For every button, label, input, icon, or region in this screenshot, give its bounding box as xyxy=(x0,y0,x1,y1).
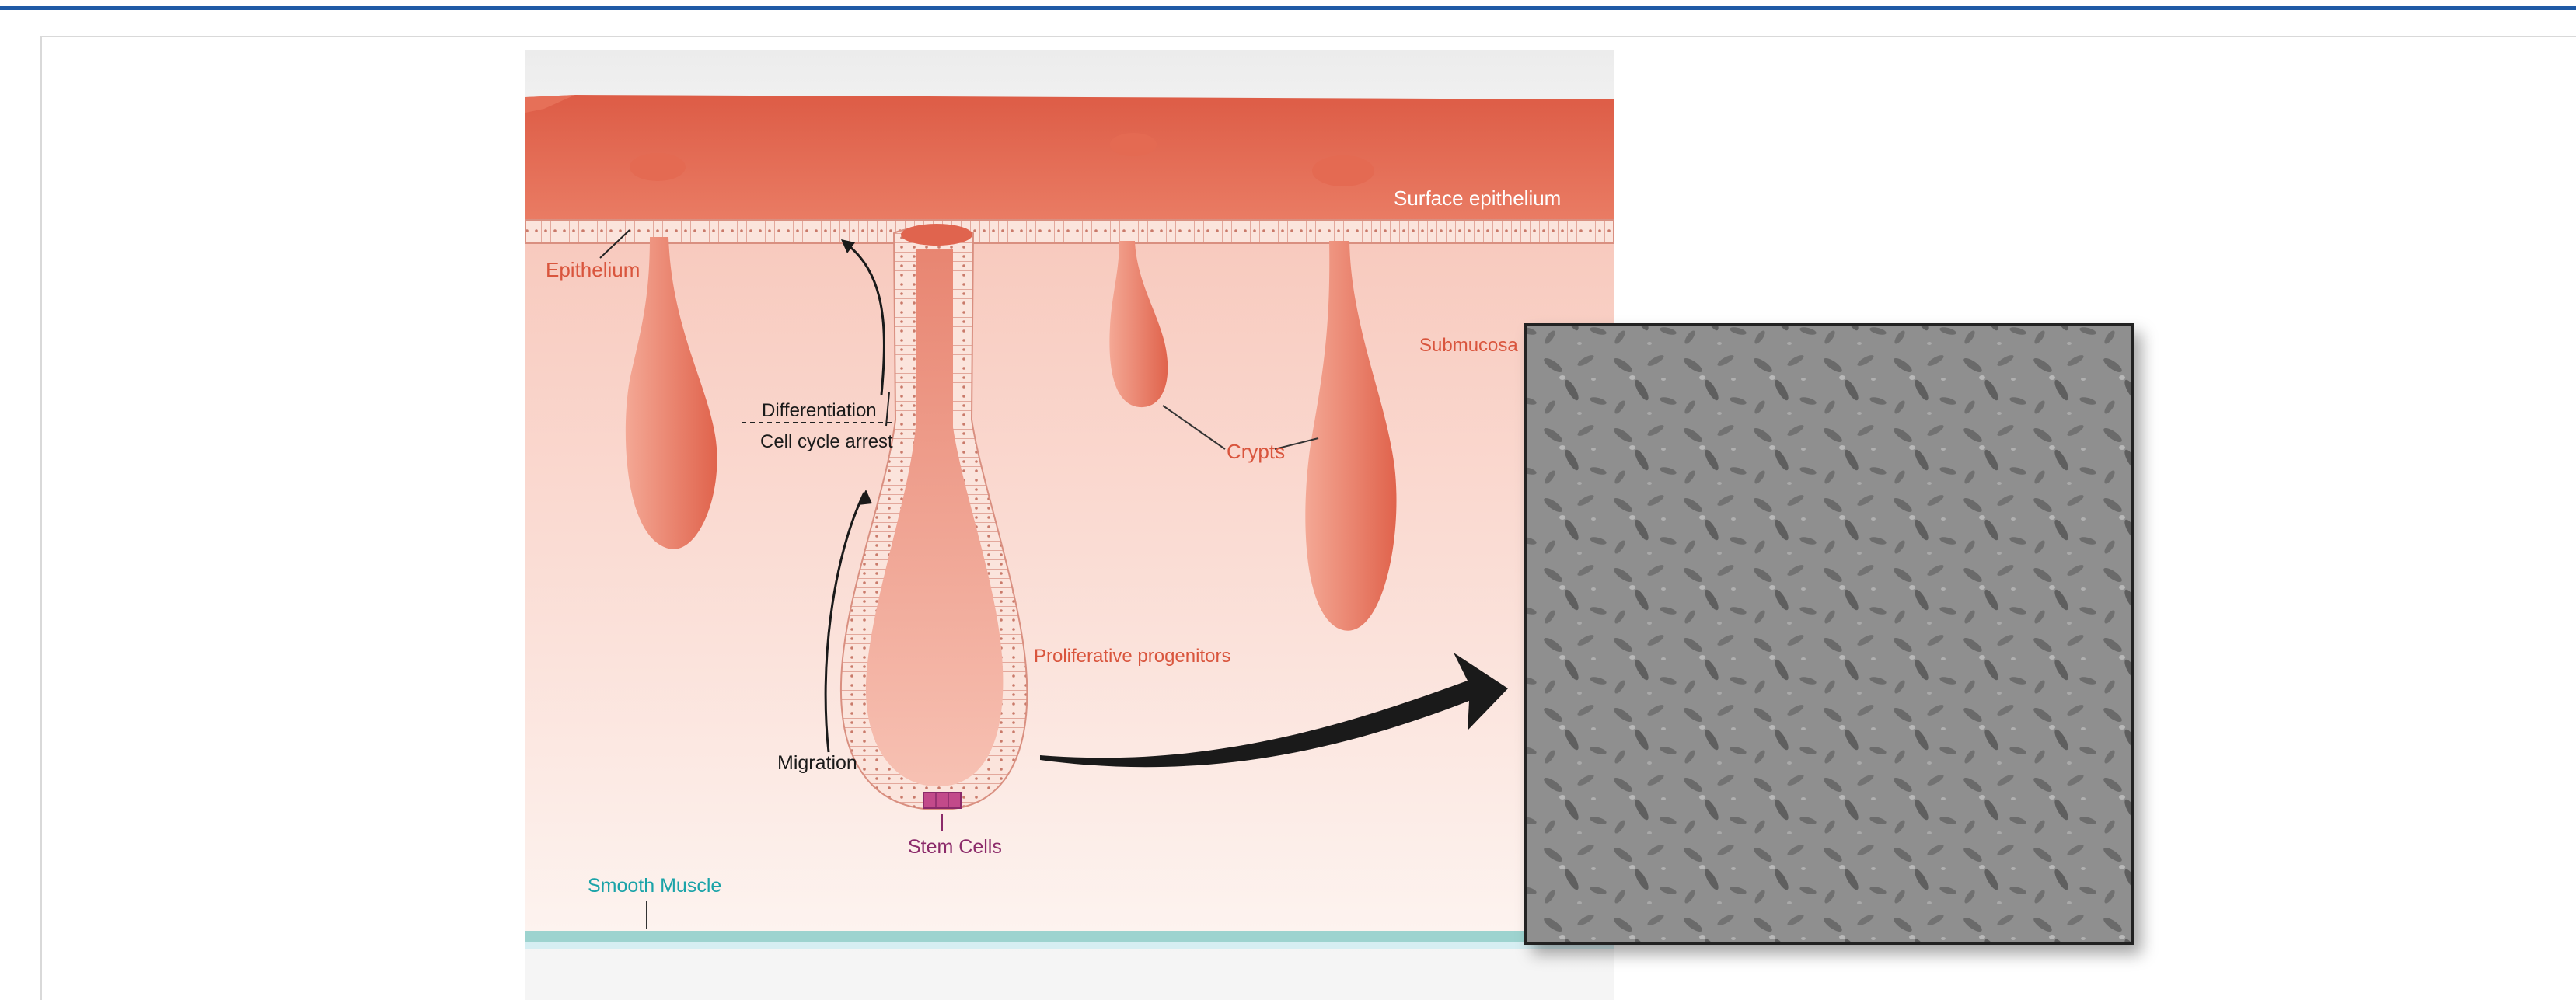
epithelium-cell-layer xyxy=(525,220,1614,243)
label-surface-epithelium: Surface epithelium xyxy=(1394,186,1561,210)
stem-cells-band xyxy=(923,793,961,808)
main-crypt-opening xyxy=(901,224,972,246)
label-proliferative-progenitors: Proliferative progenitors xyxy=(1034,646,1230,667)
label-stem-cells: Stem Cells xyxy=(908,836,1002,858)
label-epithelium: Epithelium xyxy=(546,258,640,281)
surface-pit-2 xyxy=(1110,133,1157,156)
cell-culture-micrograph xyxy=(1526,325,2132,943)
label-smooth-muscle: Smooth Muscle xyxy=(588,875,721,897)
label-submucosa: Submucosa xyxy=(1419,335,1518,356)
surface-pit-3 xyxy=(1312,155,1374,186)
label-migration: Migration xyxy=(777,752,857,774)
surface-pit-1 xyxy=(630,153,686,181)
submucosa-region xyxy=(525,225,1614,931)
label-crypts: Crypts xyxy=(1227,440,1285,463)
label-differentiation: Differentiation xyxy=(762,400,877,421)
smooth-muscle-band xyxy=(525,931,1614,942)
label-cell-cycle-arrest: Cell cycle arrest xyxy=(760,431,893,452)
